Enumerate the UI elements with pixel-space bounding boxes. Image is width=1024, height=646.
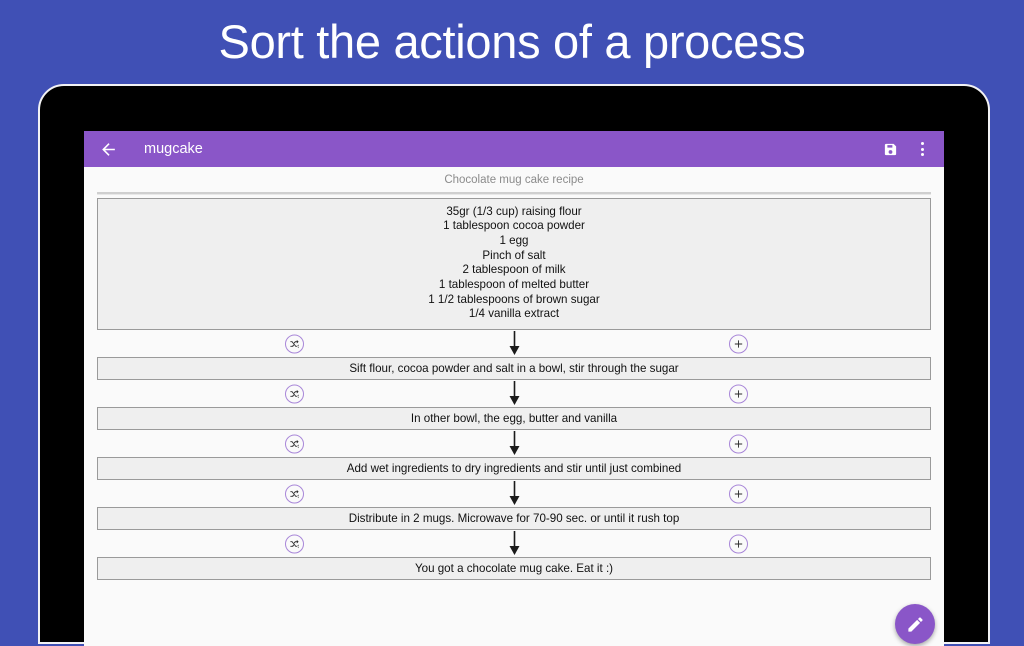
arrow-down-icon [509, 381, 519, 406]
process-editor-body: Chocolate mug cake recipe 35gr (1/3 cup)… [84, 167, 944, 646]
promo-headline: Sort the actions of a process [218, 14, 806, 68]
ingredient-line: 2 tablespoon of milk [462, 263, 566, 277]
arrow-down-icon [509, 531, 519, 556]
step-text: In other bowl, the egg, butter and vanil… [410, 411, 618, 425]
overflow-dot [920, 142, 924, 145]
shuffle-icon[interactable] [285, 534, 304, 554]
app-toolbar: mugcake [84, 131, 944, 167]
step-row[interactable]: Distribute in 2 mugs. Microwave for 70-9… [97, 507, 931, 531]
connector-row [97, 530, 931, 557]
add-circle-icon[interactable] [729, 434, 748, 454]
step-text: Add wet ingredients to dry ingredients a… [346, 461, 682, 475]
ingredient-line: 1/4 vanilla extract [468, 307, 560, 321]
edit-fab-button[interactable] [895, 604, 935, 644]
connector-row [97, 430, 931, 457]
step-text: Distribute in 2 mugs. Microwave for 70-9… [348, 511, 680, 525]
ingredient-line: 1 egg [499, 233, 529, 247]
caption-divider [97, 191, 931, 195]
step-row[interactable]: You got a chocolate mug cake. Eat it :) [97, 557, 931, 581]
overflow-dot [920, 153, 924, 156]
add-circle-icon[interactable] [729, 484, 748, 504]
step-row[interactable]: Sift flour, cocoa powder and salt in a b… [97, 357, 931, 381]
toolbar-title: mugcake [144, 141, 203, 157]
shuffle-icon[interactable] [285, 384, 304, 404]
shuffle-icon[interactable] [285, 434, 304, 454]
ingredient-line: 1 tablespoon cocoa powder [443, 219, 585, 233]
arrow-down-icon [509, 431, 519, 456]
ingredient-line: 35gr (1/3 cup) raising flour [446, 204, 582, 218]
shuffle-icon[interactable] [285, 334, 304, 354]
step-text: You got a chocolate mug cake. Eat it :) [414, 561, 614, 575]
ingredient-line: 1 1/2 tablespoons of brown sugar [428, 292, 600, 306]
promo-banner: Sort the actions of a process [0, 0, 1024, 82]
add-circle-icon[interactable] [729, 534, 748, 554]
tablet-device-frame: mugcake Chocolate mug cake recipe 35gr (… [38, 84, 990, 646]
device-screen: mugcake Chocolate mug cake recipe 35gr (… [84, 131, 944, 646]
connector-row [97, 330, 931, 357]
edit-pencil-icon [907, 616, 923, 632]
ingredients-panel[interactable]: 35gr (1/3 cup) raising flour 1 tablespoo… [97, 197, 931, 331]
ingredient-line: 1 tablespoon of melted butter [438, 278, 590, 292]
arrow-down-icon [509, 331, 519, 356]
overflow-dot [920, 147, 924, 151]
add-circle-icon[interactable] [729, 334, 748, 354]
recipe-caption: Chocolate mug cake recipe [444, 174, 584, 186]
back-arrow-icon[interactable] [98, 139, 118, 159]
step-row[interactable]: In other bowl, the egg, butter and vanil… [97, 407, 931, 431]
overflow-menu-icon[interactable] [911, 138, 933, 160]
connector-row [97, 380, 931, 407]
save-floppy-icon[interactable] [879, 138, 901, 160]
shuffle-icon[interactable] [285, 484, 304, 504]
arrow-down-icon [509, 481, 519, 506]
step-row[interactable]: Add wet ingredients to dry ingredients a… [97, 457, 931, 481]
add-circle-icon[interactable] [729, 384, 748, 404]
ingredient-line: Pinch of salt [482, 248, 546, 262]
connector-row [97, 480, 931, 507]
step-text: Sift flour, cocoa powder and salt in a b… [349, 361, 679, 375]
